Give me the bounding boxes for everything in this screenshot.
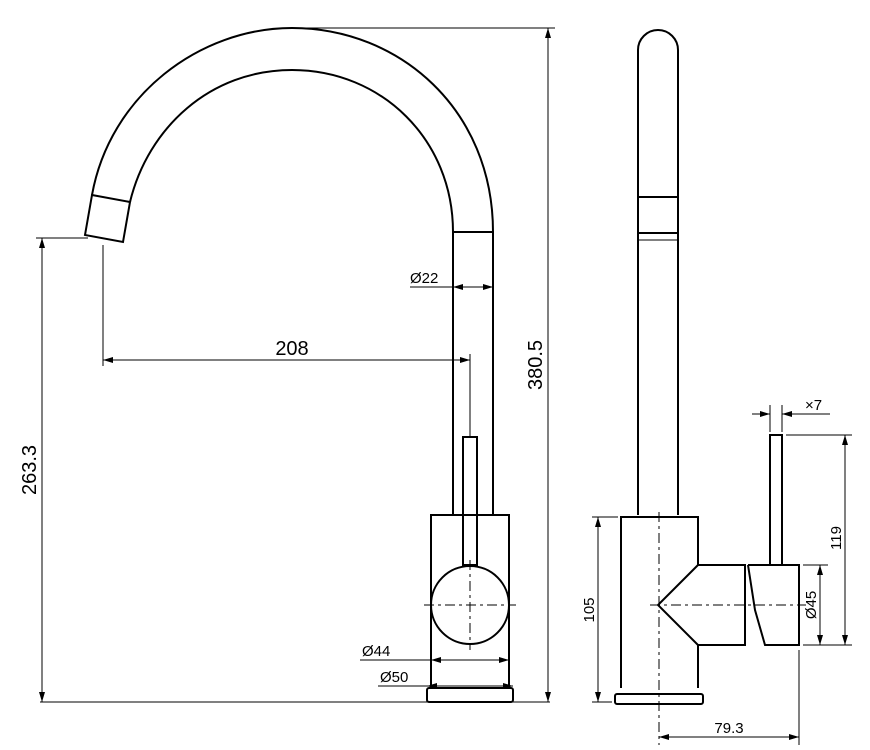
tap-body: [430, 514, 510, 689]
side-view: ×7 105 119 Ø45 79.3: [581, 29, 852, 745]
spout-stem: [452, 232, 494, 515]
side-spout: [637, 29, 679, 515]
spout-reach-label: 208: [275, 338, 308, 360]
overall-height-label: 380.5: [525, 340, 547, 390]
lever-diameter-label: ×7: [805, 397, 822, 414]
body-diameter-label: Ø44: [362, 643, 390, 660]
side-handle-cap: [747, 564, 800, 646]
spout-tip: [83, 193, 132, 244]
body-height-label: 105: [581, 597, 598, 622]
lever-height-label: 119: [828, 526, 845, 550]
handle-diameter-label: Ø45: [803, 591, 820, 619]
spout-height-label: 263.3: [19, 445, 41, 495]
tap-base: [426, 687, 514, 703]
side-lever: [769, 434, 783, 566]
handle-projection-label: 79.3: [714, 720, 743, 737]
gooseneck-inner: [129, 68, 454, 233]
base-diameter-label: Ø50: [380, 669, 408, 686]
handle-lever: [462, 436, 478, 566]
gooseneck-outer: [91, 26, 494, 233]
front-view: 263.3 380.5 208 Ø22 Ø44 Ø50: [19, 26, 555, 703]
spout-diameter-label: Ø22: [410, 270, 438, 287]
